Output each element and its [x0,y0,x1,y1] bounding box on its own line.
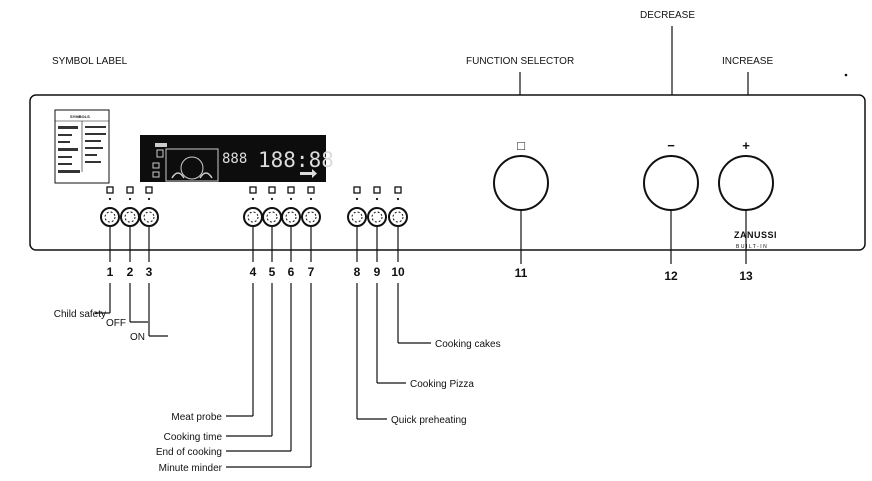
svg-text:SYMBOLS: SYMBOLS [70,114,90,119]
button-number: 10 [391,265,405,279]
cakes-icon [394,186,402,194]
minute-minder-icon [307,186,315,194]
button-number: 7 [308,265,315,279]
svg-text:BUILT-IN: BUILT-IN [736,244,768,250]
quick-preheat-icon [353,186,361,194]
control-panel [29,94,866,251]
button-number: 3 [146,265,153,279]
button-number: 8 [354,265,361,279]
callout-label: Meat probe [171,412,222,423]
button-number: 4 [250,265,257,279]
button-number: 9 [374,265,381,279]
knob-number: 11 [515,266,528,280]
button-number: 1 [107,265,114,279]
callout-label: OFF [106,318,126,329]
knob-number: 13 [739,269,753,283]
lcd-display: 888 188:88 [140,135,334,182]
symbol-label-header: SYMBOL LABEL [52,56,128,67]
callout-label: Child safety [54,309,106,320]
callout-label: Cooking Pizza [410,379,474,390]
symbol-label-card: SYMBOLS [54,109,110,184]
button-number: 2 [127,265,134,279]
callout-label: Quick preheating [391,415,467,426]
callout-label: Cooking time [164,432,223,443]
function-icon: □ [517,138,525,153]
cooking-time-icon [268,186,276,194]
zanussi-logo: ZANUSSI BUILT-IN [734,230,777,250]
callout-label: Cooking cakes [435,339,501,350]
button-number: 5 [269,265,276,279]
callout-label: Minute minder [159,463,223,474]
decrease-header: DECREASE [640,10,695,21]
arrow-right-icon [300,169,317,178]
button-6[interactable] [281,186,301,227]
callout-label: End of cooking [156,447,222,458]
child-lock-icon [106,186,114,194]
button-7[interactable] [301,186,321,227]
button-number: 6 [288,265,295,279]
minus-icon: − [667,138,675,153]
callout-label: ON [130,332,145,343]
on-icon [145,186,153,194]
display-main-digits: 188:88 [258,148,334,172]
end-of-cooking-icon [287,186,295,194]
pizza-icon [373,186,381,194]
display-small-digits: 888 [222,151,247,167]
knob-number: 12 [664,269,678,283]
function-selector-header: FUNCTION SELECTOR [466,56,574,67]
off-icon [126,186,134,194]
increase-header: INCREASE [722,56,773,67]
plus-icon: + [742,138,750,153]
svg-text:ZANUSSI: ZANUSSI [734,230,777,240]
meat-probe-icon [249,186,257,194]
